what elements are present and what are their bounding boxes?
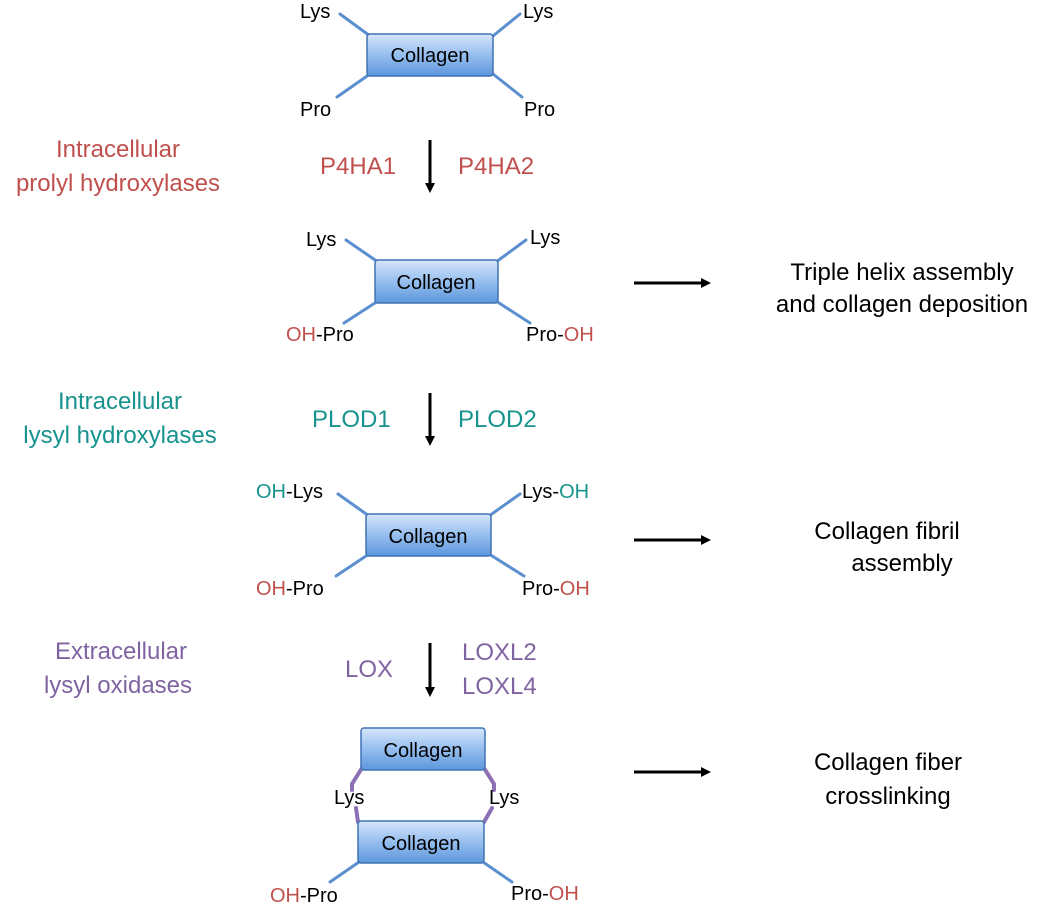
stage-1-collagen: Collagen Lys Lys Pro Pro (300, 1, 555, 121)
oh-lys-label: OH-Lys (256, 481, 323, 503)
crosslink (350, 766, 364, 792)
stage-4-collagen: Collagen Lys Lys Collagen OH-Pro Pro-OH (270, 727, 579, 906)
enzyme-loxl4: LOXL4 (462, 673, 537, 700)
collagen-box-label: Collagen (389, 526, 468, 548)
collagen-box (360, 727, 486, 771)
pro-oh-label: Pro-OH (526, 324, 594, 346)
outcome-triple-helix: Triple helix assembly (790, 259, 1013, 286)
category-label: Extracellular (55, 638, 187, 665)
lys-label: Lys (334, 787, 364, 809)
category-label: prolyl hydroxylases (16, 170, 220, 197)
outcome-fibril-assembly: assembly (851, 550, 952, 577)
collagen-box-label: Collagen (382, 833, 461, 855)
step-prolyl-hydroxylases: Intracellular prolyl hydroxylases P4HA1 … (16, 136, 534, 197)
pro-label: Pro (524, 99, 555, 121)
outcome-triple-helix: and collagen deposition (776, 291, 1028, 318)
lys-label: Lys (523, 1, 553, 23)
pro-label: Pro (300, 99, 331, 121)
collagen-box (374, 259, 499, 304)
crosslink (482, 806, 494, 824)
collagen-box (357, 820, 485, 864)
outcome-fiber-crosslinking: crosslinking (825, 783, 950, 810)
collagen-box (365, 513, 492, 557)
collagen-box-label: Collagen (397, 272, 476, 294)
step-lysyl-hydroxylases: Intracellular lysyl hydroxylases PLOD1 P… (23, 388, 536, 449)
category-label: lysyl oxidases (44, 672, 192, 699)
collagen-box-label: Collagen (391, 45, 470, 67)
outcome-fibril-assembly: Collagen fibril (814, 518, 959, 545)
lys-oh-label: Lys-OH (522, 481, 589, 503)
collagen-box-label: Collagen (384, 740, 463, 762)
enzyme-plod1: PLOD1 (312, 406, 391, 433)
outcome-fiber-crosslinking: Collagen fiber (814, 749, 962, 776)
oh-pro-label: OH-Pro (270, 885, 338, 906)
lys-label: Lys (489, 787, 519, 809)
step-lysyl-oxidases: Extracellular lysyl oxidases LOX LOXL2 L… (44, 638, 537, 700)
pro-oh-label: Pro-OH (511, 883, 579, 905)
stage-2-collagen: Collagen Lys Lys OH-Pro Pro-OH (286, 227, 594, 346)
lys-label: Lys (300, 1, 330, 23)
stage-3-collagen: Collagen OH-Lys Lys-OH OH-Pro Pro-OH (256, 481, 590, 600)
category-label: Intracellular (58, 388, 182, 415)
category-label: lysyl hydroxylases (23, 422, 216, 449)
enzyme-loxl2: LOXL2 (462, 639, 537, 666)
lys-label: Lys (530, 227, 560, 249)
collagen-box (366, 33, 494, 77)
lys-label: Lys (306, 229, 336, 251)
enzyme-plod2: PLOD2 (458, 406, 537, 433)
oh-pro-label: OH-Pro (256, 578, 324, 600)
enzyme-p4ha1: P4HA1 (320, 153, 396, 180)
enzyme-lox: LOX (345, 656, 393, 683)
oh-pro-label: OH-Pro (286, 324, 354, 346)
enzyme-p4ha2: P4HA2 (458, 153, 534, 180)
crosslink (354, 806, 360, 824)
pro-oh-label: Pro-OH (522, 578, 590, 600)
category-label: Intracellular (56, 136, 180, 163)
crosslink (482, 766, 496, 792)
